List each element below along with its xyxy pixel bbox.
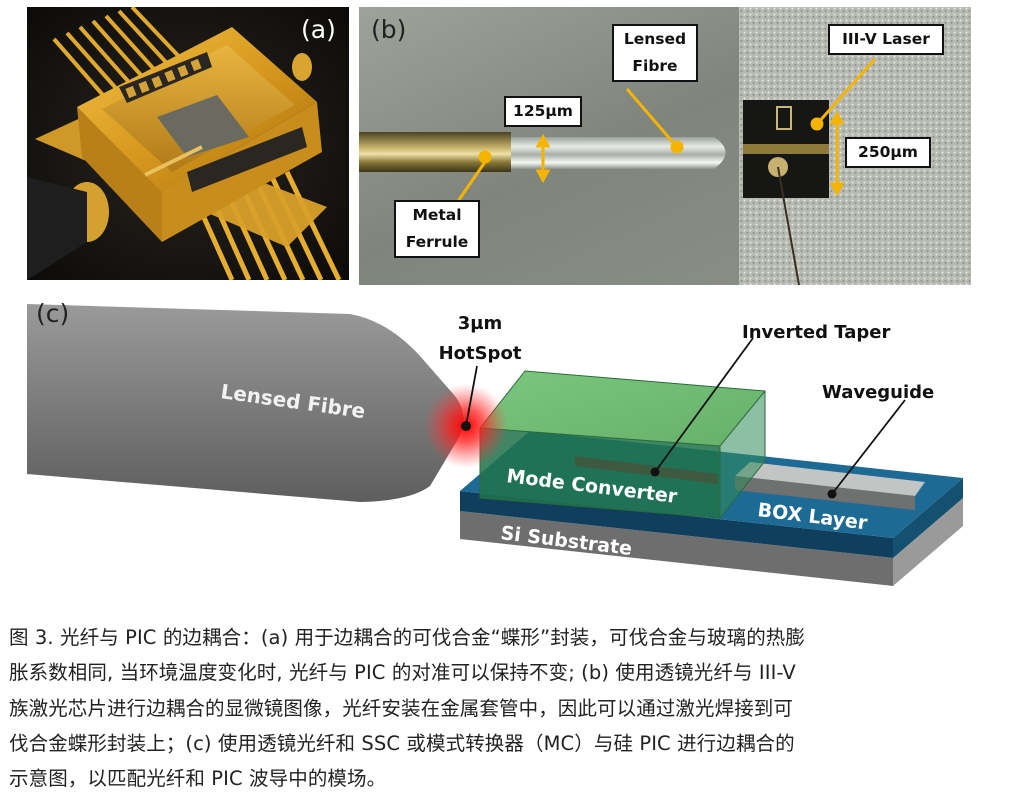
callout-metal-ferrule-line2: Ferrule [405,233,469,251]
panel-c-label: (c) [36,299,69,328]
hotspot-label: HotSpot [439,343,522,364]
box-layer-front [460,491,893,558]
caption-line: 族激光芯片进行边耦合的显微镜图像，光纤安装在金属套管中，因此可以通过激光焊接到可 [9,696,794,720]
panel-a-label: (a) [301,15,336,44]
bond-pads [125,58,202,99]
panel-b-label: (b) [371,15,407,44]
waveguide-marker [827,489,837,499]
callout-leaders [452,58,877,208]
ceramic-feedthrough-bottom [187,127,307,192]
hotspot-size-label: 3µm [458,313,503,334]
butterfly-package-illustration [27,7,349,280]
laser-waveguide-ridge [743,144,829,154]
mode-converter-top [480,371,765,446]
callout-lensed-fibre: Lensed Fibre [612,24,698,82]
chip-marking [776,106,792,130]
callout-metal-ferrule-line1: Metal [412,206,462,224]
package-boss [292,53,312,81]
callout-metal-ferrule: Metal Ferrule [394,200,480,258]
panel-c-schematic: (c) Lensed Fibre 3µm HotSpot Inverted Ta… [0,286,1014,602]
box-layer-side [893,478,963,558]
figure-caption: 图 3. 光纤与 PIC 的边耦合：(a) 用于边耦合的可伐合金“蝶形”封装，可… [9,620,1009,796]
caption-line: 示意图，以匹配光纤和 PIC 波导中的模场。 [9,767,387,791]
caption-line: 胀系数相同, 当环境温度变化时, 光纤与 PIC 的对准可以保持不变; (b) … [9,661,796,685]
panel-c-leaders [465,337,906,495]
callout-lensed-fibre-line1: Lensed [623,30,687,48]
waveguide-label: Waveguide [822,382,934,403]
caption-line: 伐合金蝶形封装上；(c) 使用透镜光纤和 SSC 或模式转换器（MC）与硅 PI… [9,731,795,755]
fibre-cable [27,177,87,280]
edge-coupling-schematic: (c) Lensed Fibre 3µm HotSpot Inverted Ta… [27,299,963,586]
bond-wire [777,166,800,285]
mode-converter-front [480,428,720,518]
inverted-taper [575,456,718,484]
callout-lensed-fibre-line2: Fibre [632,57,678,75]
si-substrate-side [893,498,963,586]
mode-converter-edges [479,370,766,519]
panel-a-butterfly-package-photo: (a) [27,7,349,280]
package-body-front [77,107,162,242]
caption-line: 图 3. 光纤与 PIC 的边耦合：(a) 用于边耦合的可伐合金“蝶形”封装，可… [9,626,805,649]
substrate-carrier [157,95,249,157]
si-substrate-front [460,511,893,586]
inverted-taper-marker [650,467,660,477]
fibre-tube [144,145,203,177]
callout-250um: 250µm [845,137,931,168]
inverted-taper-label: Inverted Taper [742,322,890,343]
waveguide-front [735,476,915,510]
waveguide-top [735,462,925,496]
panel-b-microscope-image: (b) Lensed Fibre III-V Laser 125µm 250µm… [359,7,971,285]
callout-125um: 125µm [504,96,582,127]
lensed-fibre-body [27,304,464,502]
callout-iii-v-laser: III-V Laser [828,24,944,55]
